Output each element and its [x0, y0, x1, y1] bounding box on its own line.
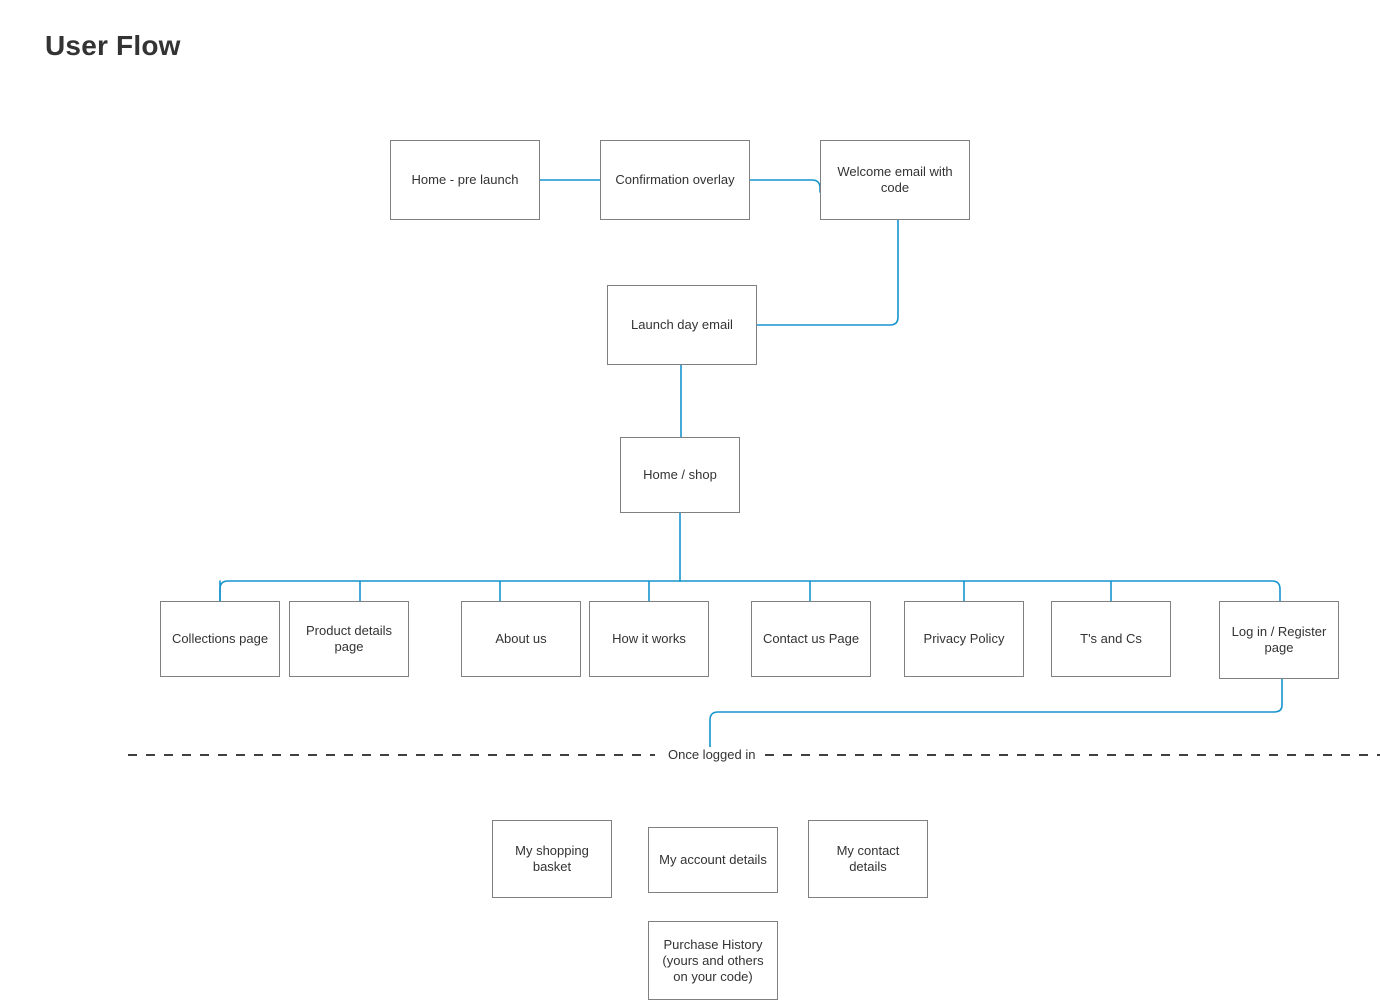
node-label: T's and Cs [1080, 631, 1142, 646]
node-welcome-email-with-code[interactable]: Welcome email with code [820, 140, 970, 220]
connector-login-to-divider [709, 678, 1283, 749]
node-contact-us-page[interactable]: Contact us Page [751, 601, 871, 677]
node-label: Log in / Register page [1231, 624, 1327, 655]
connector-bus-right-end [679, 580, 1281, 602]
divider-label: Once logged in [660, 747, 764, 763]
node-label: Collections page [171, 631, 269, 646]
page-title: User Flow [45, 30, 181, 61]
node-label: Purchase History (yours and others on yo… [662, 936, 764, 984]
node-label: Confirmation overlay [615, 172, 735, 187]
node-my-shopping-basket[interactable]: My shopping basket [492, 820, 612, 898]
node-label: Contact us Page [762, 631, 860, 646]
node-label: Launch day email [631, 317, 733, 332]
connector-bus-left-end [219, 580, 681, 602]
node-label: Home / shop [643, 467, 717, 482]
node-label: Privacy Policy [923, 631, 1005, 646]
node-label: My shopping basket [515, 843, 589, 874]
node-label: Home - pre launch [411, 172, 519, 187]
node-home-pre-launch[interactable]: Home - pre launch [390, 140, 540, 220]
node-label: About us [495, 631, 547, 646]
node-collections-page[interactable]: Collections page [160, 601, 280, 677]
node-login-register-page[interactable]: Log in / Register page [1219, 601, 1339, 679]
connector-welcome-to-launch-day [756, 219, 899, 326]
node-label: How it works [612, 631, 686, 646]
node-label: My account details [659, 852, 767, 867]
node-about-us[interactable]: About us [461, 601, 581, 677]
node-label: My contact details [836, 843, 900, 874]
node-home-shop[interactable]: Home / shop [620, 437, 740, 513]
connector-confirmation-to-welcome [749, 179, 821, 193]
node-product-details-page[interactable]: Product details page [289, 601, 409, 677]
node-ts-and-cs[interactable]: T's and Cs [1051, 601, 1171, 677]
node-label: Welcome email with code [837, 164, 953, 195]
node-how-it-works[interactable]: How it works [589, 601, 709, 677]
node-privacy-policy[interactable]: Privacy Policy [904, 601, 1024, 677]
node-my-account-details[interactable]: My account details [648, 827, 778, 893]
node-confirmation-overlay[interactable]: Confirmation overlay [600, 140, 750, 220]
node-label: Product details page [306, 623, 392, 654]
node-purchase-history[interactable]: Purchase History (yours and others on yo… [648, 921, 778, 1000]
node-launch-day-email[interactable]: Launch day email [607, 285, 757, 365]
node-my-contact-details[interactable]: My contact details [808, 820, 928, 898]
